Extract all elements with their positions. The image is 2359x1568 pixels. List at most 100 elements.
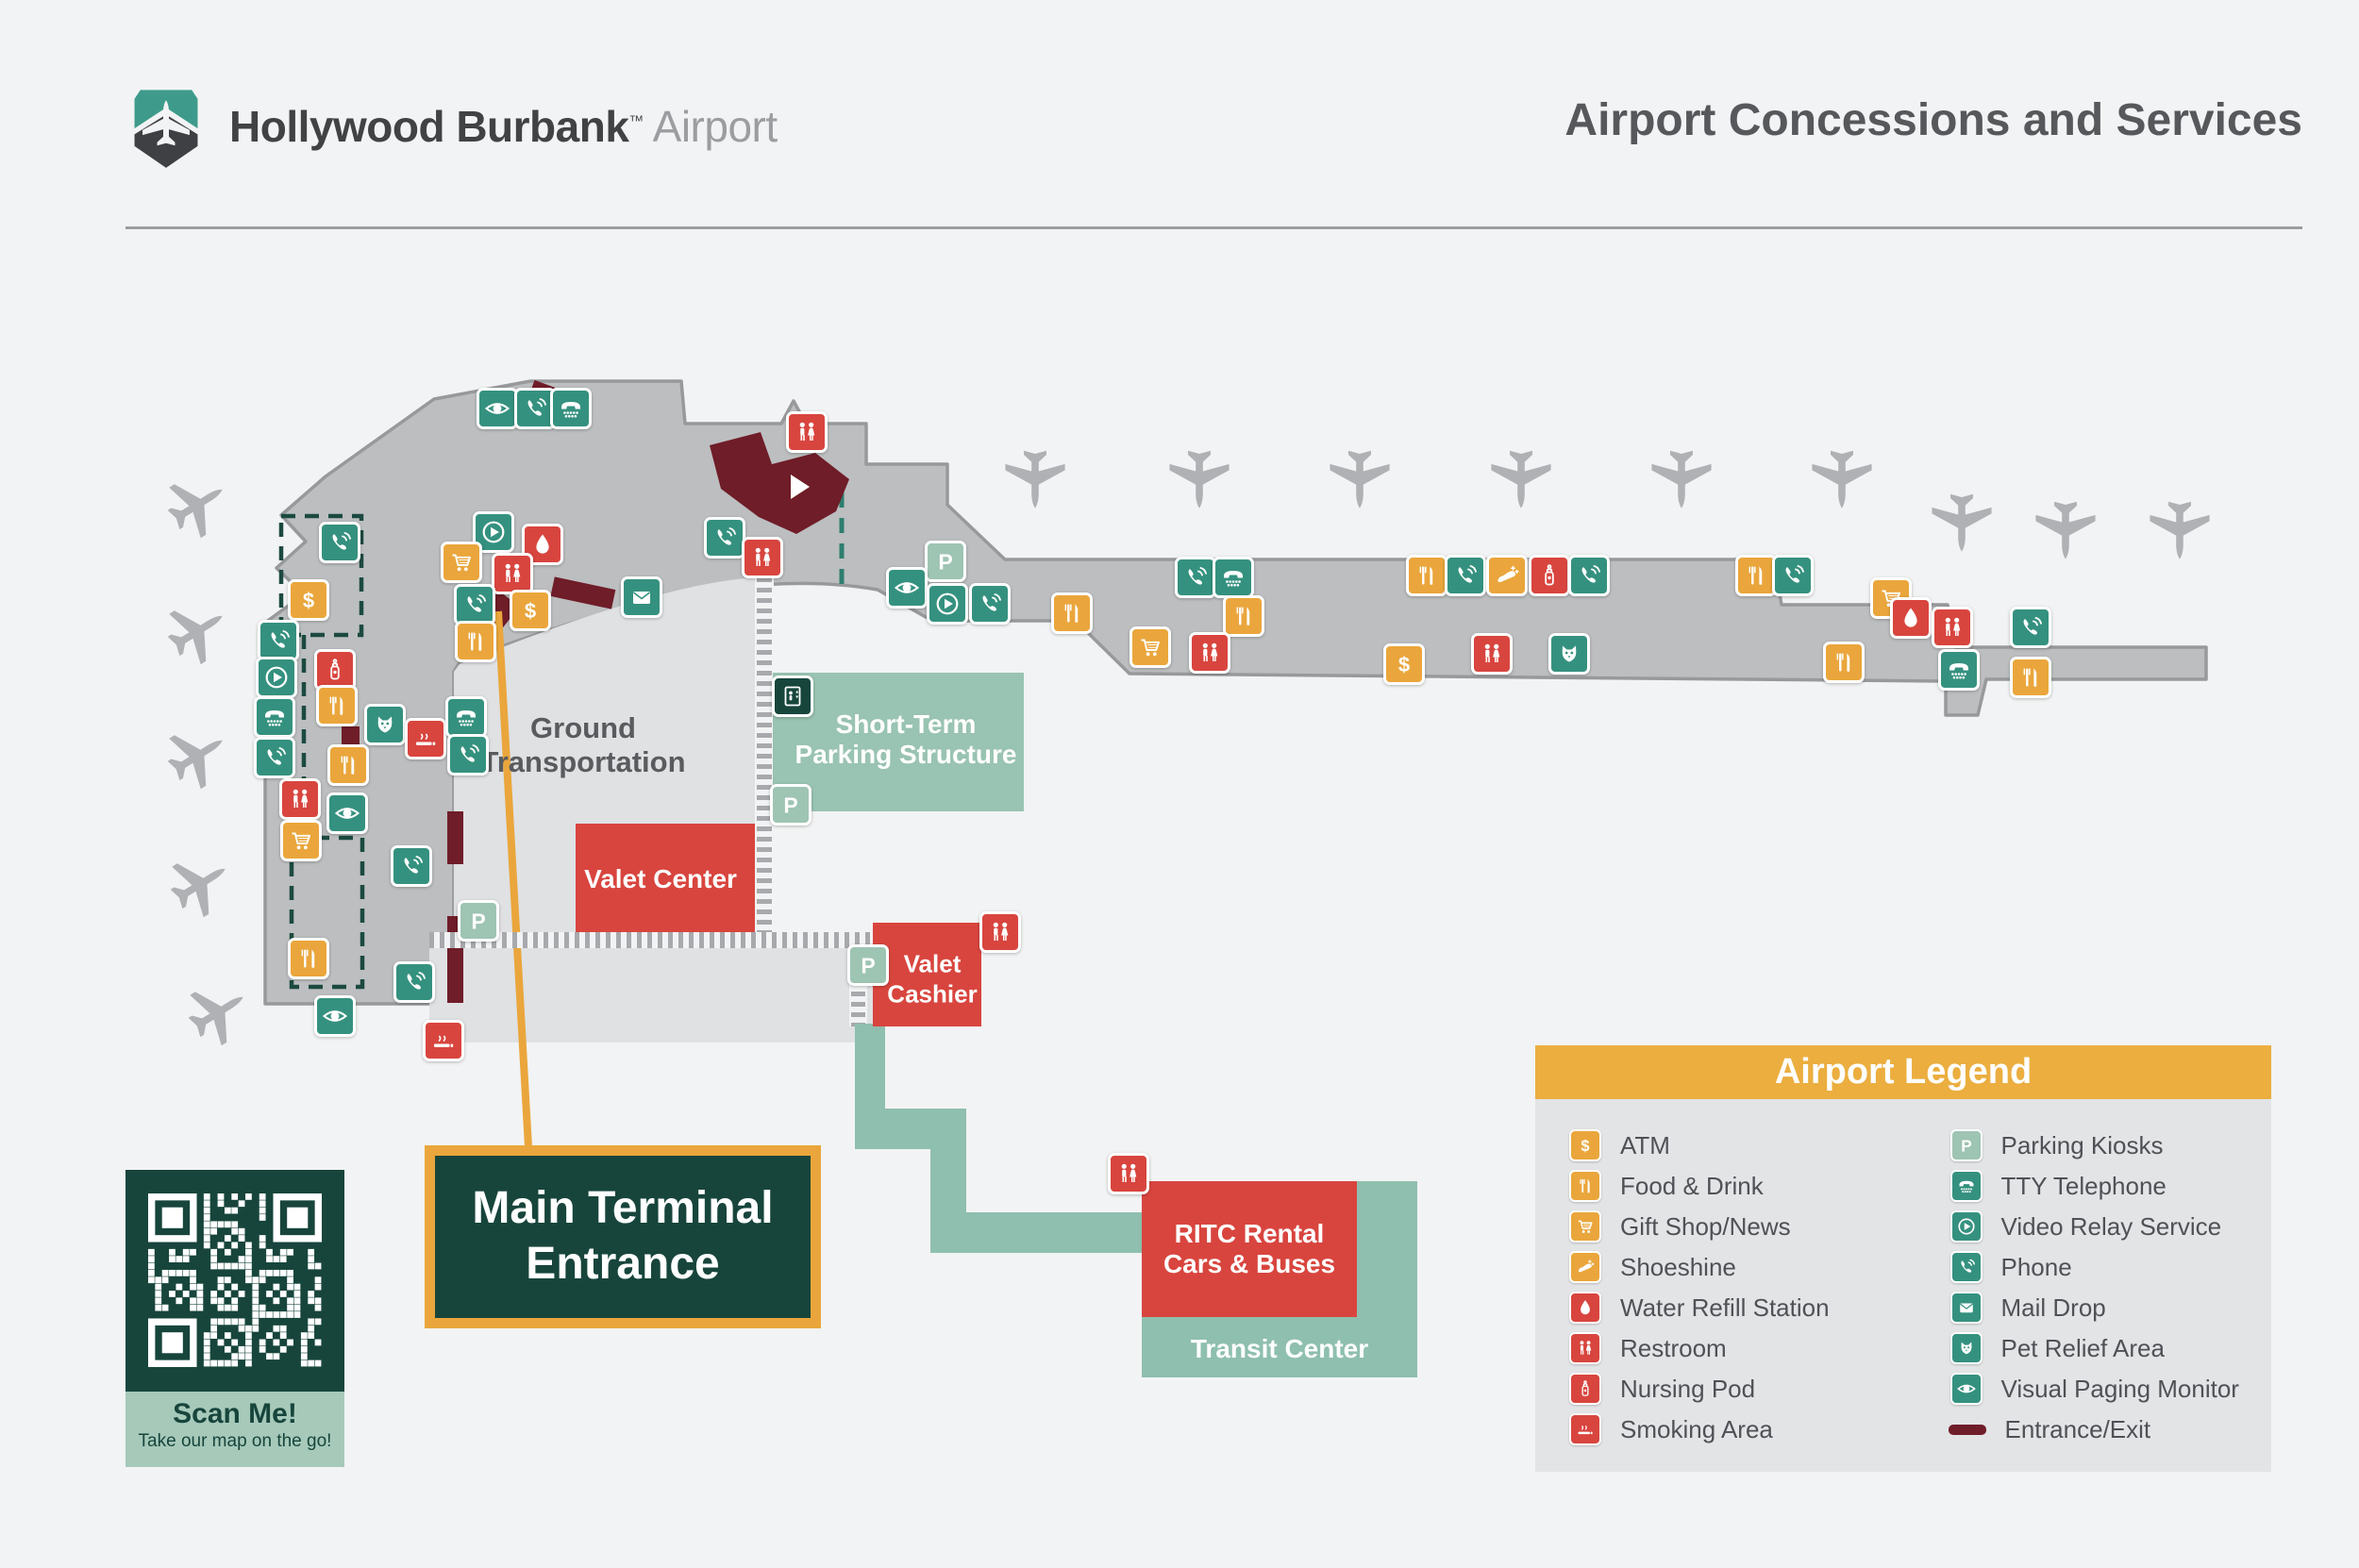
entrance-arrow — [710, 432, 849, 534]
qr-tagline-text: Take our map on the go! — [138, 1431, 332, 1451]
visual-paging-icon — [1949, 1373, 1983, 1405]
legend-item-visual-paging-monitor: Visual Paging Monitor — [1949, 1373, 2272, 1405]
curbside-area — [429, 946, 875, 1043]
smoking-area-icon — [1569, 1413, 1601, 1445]
crosswalk-horizontal — [429, 932, 875, 948]
airplane-icon — [1812, 450, 1872, 509]
restroom-icon — [1569, 1332, 1601, 1364]
airplane-icon — [1005, 450, 1065, 509]
legend-item-label: Pet Relief Area — [2000, 1333, 2165, 1362]
legend-item-label: TTY Telephone — [2000, 1171, 2167, 1200]
legend-item-label: Shoeshine — [1620, 1252, 1736, 1281]
ritc-rental-cars — [1142, 1181, 1357, 1317]
ritc-label: Cars & Buses — [1163, 1249, 1336, 1278]
legend-item-gift-shop-news: Gift Shop/News — [1569, 1210, 1891, 1243]
airplane-icon — [2150, 501, 2210, 559]
header-divider — [125, 226, 2302, 229]
short-term-parking-structure — [773, 673, 1024, 811]
legend-title: Airport Legend — [1535, 1045, 2271, 1099]
legend-item-label: Mail Drop — [2000, 1293, 2106, 1322]
legend-item-label: Restroom — [1620, 1333, 1727, 1362]
qr-caption: Scan Me! Take our map on the go! — [125, 1392, 344, 1467]
legend-item-restroom: Restroom — [1569, 1332, 1891, 1364]
legend-item-shoeshine: Shoeshine — [1569, 1251, 1891, 1283]
food-drink-icon — [1569, 1170, 1601, 1202]
transit-center-label: Transit Center — [1190, 1334, 1369, 1363]
legend-item-label: Nursing Pod — [1620, 1374, 1756, 1403]
valet-cashier-label: Cashier — [887, 979, 978, 1009]
header: Hollywood Burbank™ Airport — [125, 83, 778, 170]
airplane-icon — [1330, 450, 1390, 509]
legend-item-label: Water Refill Station — [1620, 1293, 1830, 1322]
legend-item-phone: Phone — [1949, 1251, 2272, 1283]
airplane-icon — [158, 590, 239, 672]
legend-item-label: Visual Paging Monitor — [2000, 1374, 2239, 1403]
dashed-zone-lower — [289, 835, 365, 990]
phone-icon — [1949, 1251, 1983, 1283]
airplane-icon — [178, 971, 259, 1053]
airplane-icon — [1169, 450, 1230, 509]
dashed-zone-upper — [278, 513, 364, 638]
callout-line — [494, 610, 532, 1148]
legend-item-atm: ATM — [1569, 1129, 1891, 1161]
video-relay-icon — [1949, 1210, 1983, 1243]
airplane-icon — [158, 714, 239, 796]
trademark: ™ — [628, 113, 644, 130]
qr-code-block: Scan Me! Take our map on the go! — [125, 1170, 344, 1467]
valet-cashier-label: Valet — [903, 949, 962, 978]
valet-center — [576, 824, 755, 932]
legend-item-label: Food & Drink — [1620, 1171, 1764, 1200]
legend-item-mail-drop: Mail Drop — [1949, 1292, 2272, 1324]
legend-item-label: Entrance/Exit — [2004, 1414, 2151, 1443]
legend-item-pet-relief-area: Pet Relief Area — [1949, 1332, 2272, 1364]
pet-relief-icon — [1949, 1332, 1983, 1364]
mail-drop-icon — [1949, 1292, 1983, 1324]
entrance-exit-line — [1948, 1424, 1986, 1435]
airplane-icon — [1651, 450, 1712, 509]
legend-item-parking-kiosks: Parking Kiosks — [1949, 1129, 2272, 1161]
qr-code — [125, 1170, 344, 1392]
legend-item-label: Parking Kiosks — [2000, 1130, 2164, 1159]
legend-item-tty-telephone: TTY Telephone — [1949, 1170, 2272, 1202]
page-title: Airport Concessions and Services — [1564, 95, 2302, 145]
airport-logo-icon — [134, 90, 198, 168]
airplane-icon — [160, 842, 242, 925]
gift-shop-icon — [1569, 1210, 1601, 1243]
airplane-icon — [1491, 450, 1551, 509]
ground-transportation-label: Ground — [530, 711, 636, 744]
parking-kiosk-icon — [1949, 1129, 1983, 1161]
legend-item-label: ATM — [1620, 1130, 1670, 1159]
logo-text: Hollywood Burbank™ Airport — [229, 102, 778, 151]
short-term-parking-label: Parking Structure — [795, 740, 1017, 769]
airplane-icon — [2035, 501, 2096, 559]
legend-item-food-drink: Food & Drink — [1569, 1170, 1891, 1202]
water-refill-icon — [1569, 1292, 1601, 1324]
tty-telephone-icon — [1949, 1170, 1983, 1202]
airplane-icon — [1932, 493, 1992, 552]
legend-item-label: Phone — [2000, 1252, 2072, 1281]
nursing-pod-icon — [1569, 1373, 1601, 1405]
legend-item-entrance-exit: Entrance/Exit — [1948, 1413, 2272, 1445]
crosswalk-valet-cashier — [849, 981, 867, 1026]
transit-walkway — [930, 1212, 1146, 1253]
main-terminal-entrance-callout: Main Terminal Entrance — [425, 1145, 821, 1328]
shoeshine-icon — [1569, 1251, 1601, 1283]
legend-item-nursing-pod: Nursing Pod — [1569, 1373, 1891, 1405]
legend-item-water-refill-station: Water Refill Station — [1569, 1292, 1891, 1324]
qr-scan-me-text: Scan Me! — [173, 1398, 297, 1429]
legend-item-label: Video Relay Service — [2000, 1211, 2222, 1241]
crosswalk-vertical — [755, 577, 774, 932]
valet-cashier — [873, 923, 981, 1026]
legend-item-smoking-area: Smoking Area — [1569, 1413, 1891, 1445]
valet-center-label: Valet Center — [584, 864, 737, 893]
legend-item-label: Gift Shop/News — [1620, 1211, 1791, 1241]
legend-item-video-relay-service: Video Relay Service — [1949, 1210, 2272, 1243]
ritc-label: RITC Rental — [1174, 1219, 1325, 1248]
ground-transportation-label: Transportation — [480, 745, 686, 778]
short-term-parking-label: Short-Term — [835, 709, 977, 739]
legend-item-label: Smoking Area — [1620, 1414, 1773, 1443]
airplane-icon — [158, 463, 239, 545]
